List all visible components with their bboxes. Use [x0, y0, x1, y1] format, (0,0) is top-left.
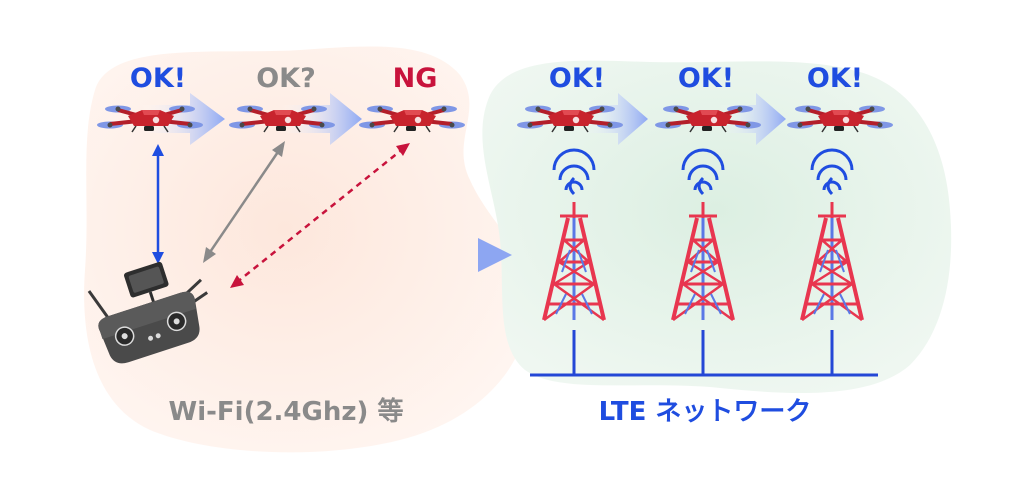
lte-drone-3-status: OK!	[807, 63, 863, 94]
wifi-link-ok	[152, 144, 164, 264]
wifi-flow-arrows	[140, 93, 362, 145]
wifi-drone-2-status: OK?	[256, 63, 316, 94]
wifi-caption: Wi-Fi(2.4Ghz) 等	[169, 396, 404, 427]
remote-controller-icon	[87, 261, 209, 364]
wifi-link-uncertain	[203, 141, 285, 263]
wifi-drone-1-status: OK!	[130, 63, 186, 94]
wifi-zone-background	[84, 46, 531, 453]
lte-zone-background	[482, 60, 952, 394]
lte-network-backbone	[530, 330, 878, 377]
wifi-drone-3-status: NG	[393, 63, 438, 94]
transition-arrow-icon	[478, 238, 512, 272]
lte-drone-1-status: OK!	[549, 63, 605, 94]
wifi-link-ng	[230, 143, 410, 288]
lte-caption: LTE ネットワーク	[599, 397, 812, 427]
lte-drone-2-status: OK!	[678, 63, 734, 94]
